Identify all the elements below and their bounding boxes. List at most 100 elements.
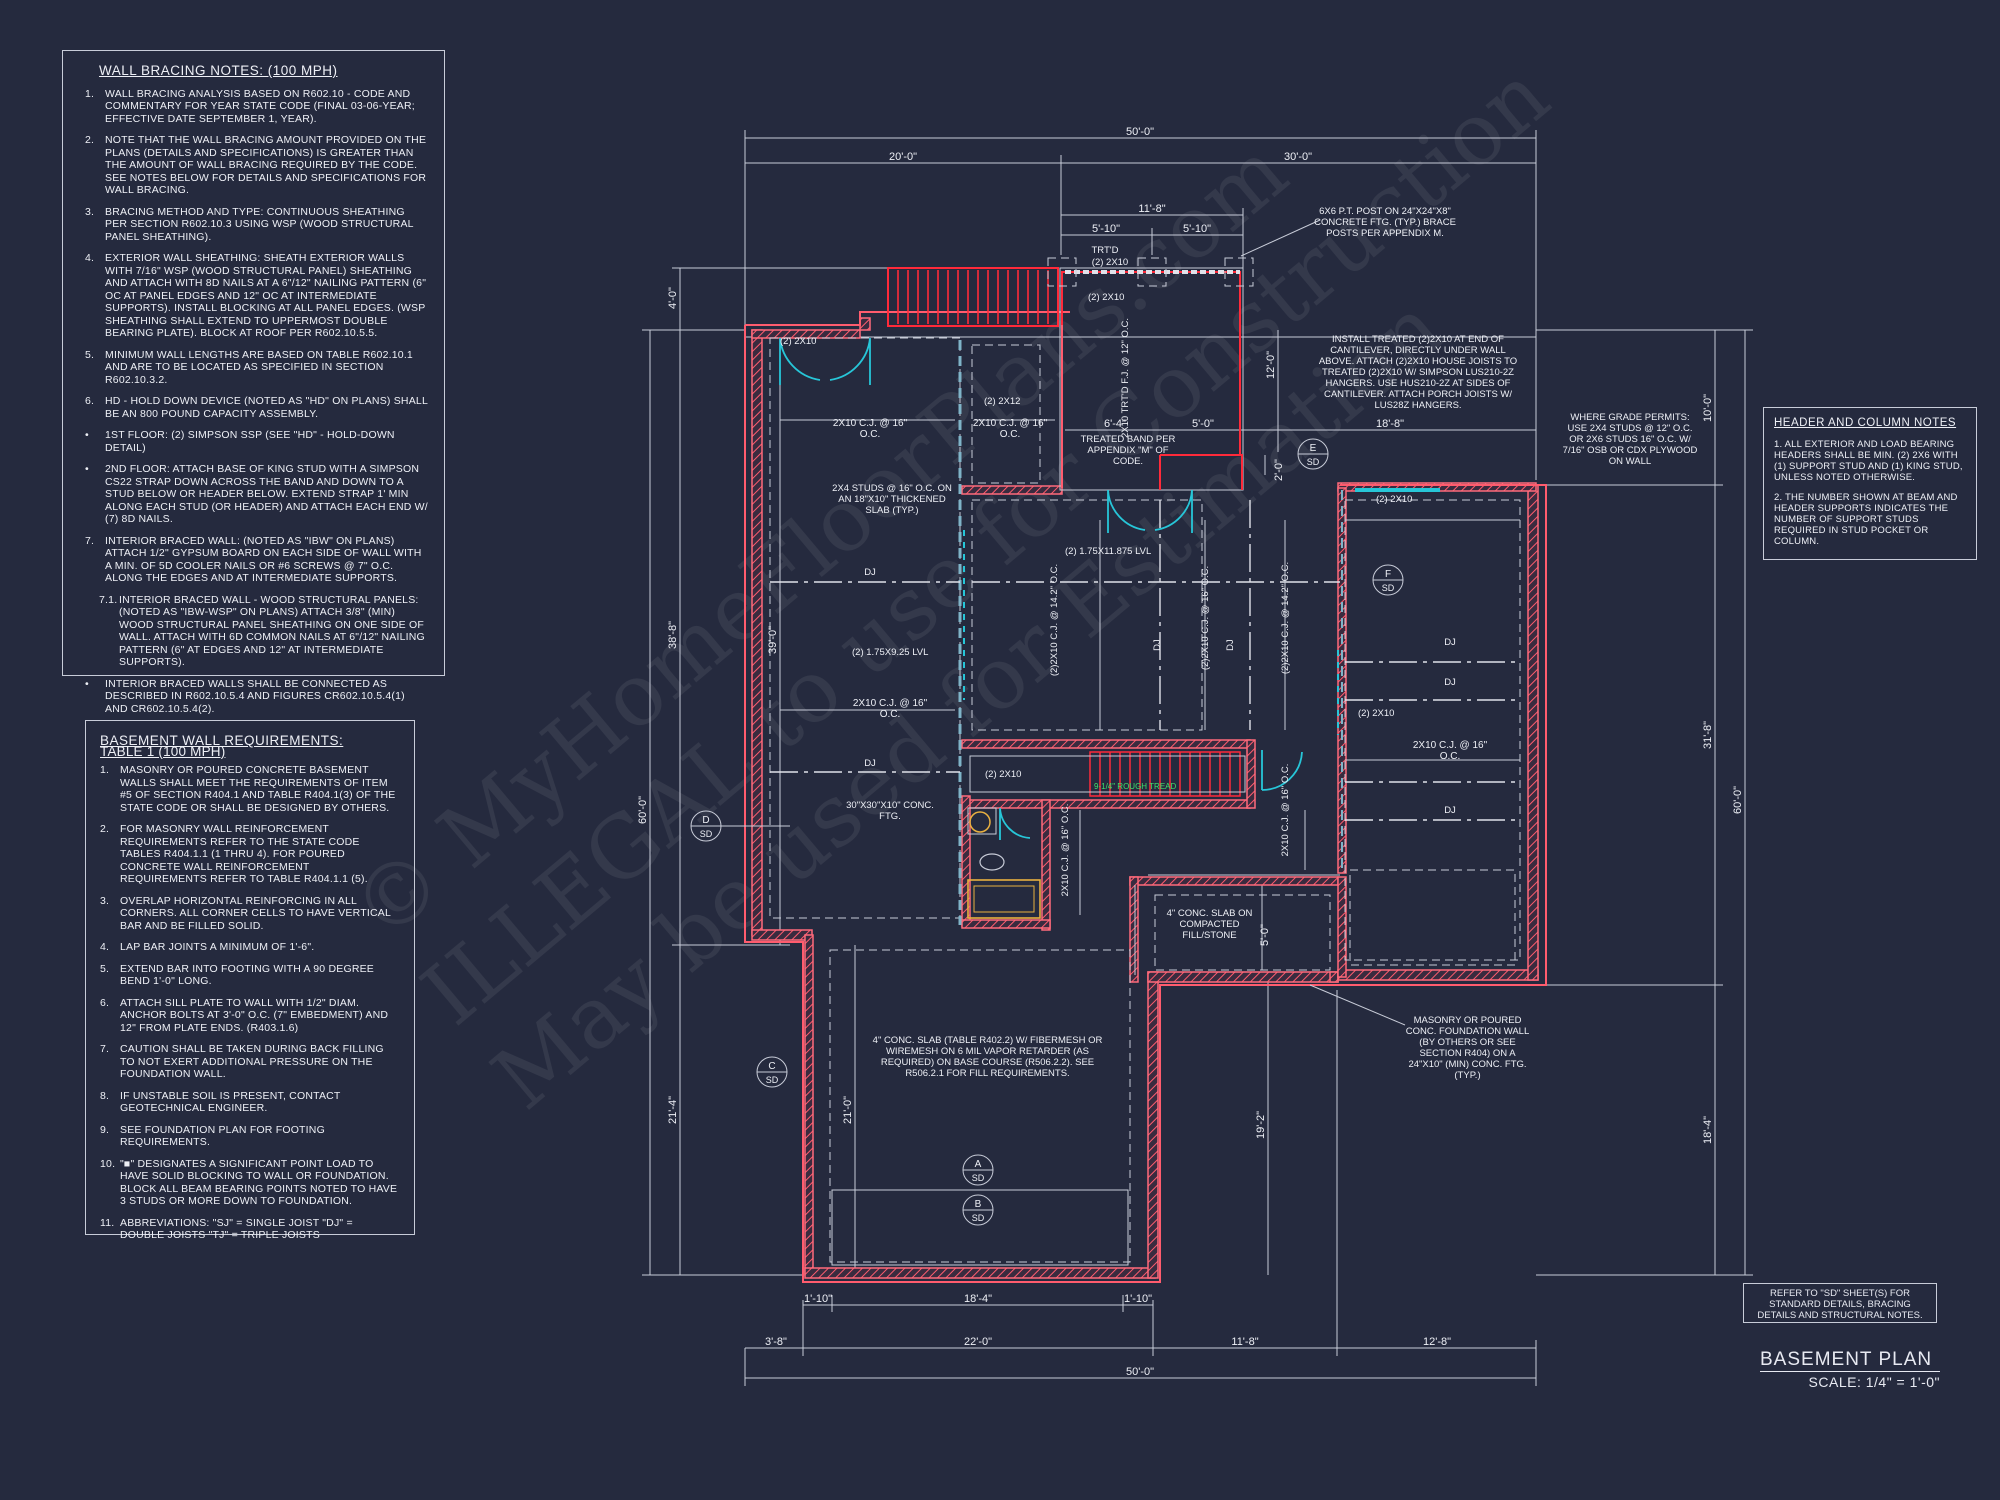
note-item: 3.BRACING METHOD AND TYPE: CONTINUOUS SH… bbox=[85, 206, 428, 244]
note-item: 2. NOTE THAT THE WALL BRACING AMOUNT PROV… bbox=[85, 134, 428, 197]
note-item: 10."■" DESIGNATES A SIGNIFICANT POINT LO… bbox=[100, 1158, 398, 1208]
label-cj-14a: (2)2X10 C.J. @ 14.2" O.C. bbox=[1049, 564, 1060, 676]
note-item: 4.EXTERIOR WALL SHEATHING: SHEATH EXTERI… bbox=[85, 252, 428, 340]
label-dj: DJ bbox=[1444, 677, 1456, 688]
dim-top-right: 30'-0" bbox=[1284, 151, 1312, 163]
label-dj: DJ bbox=[1444, 637, 1456, 648]
note-text: OVERLAP HORIZONTAL REINFORCING IN ALL CO… bbox=[120, 894, 391, 932]
note-text: INTERIOR BRACED WALL: (NOTED AS "IBW" ON… bbox=[105, 534, 422, 585]
note-number: • bbox=[85, 463, 89, 475]
treated-band-note: TREATED BAND PER APPENDIX "M" OF CODE. bbox=[1081, 434, 1176, 467]
section-marker-e: E SD bbox=[1297, 438, 1329, 470]
label-cj-vert: 2X10 C.J. @ 16" O.C. bbox=[1060, 804, 1071, 897]
dim-inner-5-0: 5'-0" bbox=[1192, 418, 1214, 430]
note-item: 1.WALL BRACING ANALYSIS BASED ON R602.10… bbox=[85, 88, 428, 126]
label-hdr-2x10-top: (2) 2x10 bbox=[1376, 494, 1412, 505]
note-number: 6. bbox=[85, 395, 95, 407]
note-text: FOR MASONRY WALL REINFORCEMENT REQUIREME… bbox=[120, 823, 368, 885]
header-column-notes: HEADER AND COLUMN NOTES 1. ALL EXTERIOR … bbox=[1763, 407, 1977, 560]
dim-inner-6-4: 6'-4" bbox=[1104, 418, 1126, 430]
label-dj: DJ bbox=[1225, 639, 1236, 651]
dim-inner-21: 21'-0" bbox=[842, 1096, 854, 1124]
dimension-lines bbox=[642, 130, 1753, 1386]
note-text: EXTEND BAR INTO FOOTING WITH A 90 DEGREE… bbox=[120, 962, 375, 988]
label-hdr-2x10-r: (2) 2x10 bbox=[1358, 708, 1394, 719]
bathroom-fixtures bbox=[967, 807, 1041, 919]
wall-bracing-list: 1.WALL BRACING ANALYSIS BASED ON R602.10… bbox=[85, 88, 428, 716]
section-marker-c: C SD bbox=[756, 1056, 788, 1088]
slab-note: 4" CONC. SLAB (TABLE R402.2) W/ FIBERMES… bbox=[873, 1035, 1103, 1079]
note-item: •INTERIOR BRACED WALLS SHALL BE CONNECTE… bbox=[85, 678, 428, 716]
note-text: NOTE THAT THE WALL BRACING AMOUNT PROVID… bbox=[105, 134, 427, 196]
note-text: ATTACH SILL PLATE TO WALL WITH 1/2" DIAM… bbox=[120, 996, 389, 1034]
plan-scale: SCALE: 1/4" = 1'-0" bbox=[1808, 1374, 1940, 1390]
note-number: 2. bbox=[85, 134, 95, 146]
dim-left-top: 4'-0" bbox=[667, 287, 679, 309]
refer-note: REFER TO "SD" SHEET(S) FOR STANDARD DETA… bbox=[1743, 1283, 1937, 1323]
header-notes-title: HEADER AND COLUMN NOTES bbox=[1774, 417, 1957, 429]
label-lvl1: (2) 1.75X11.875 LVL bbox=[1065, 546, 1151, 557]
label-cj-14b: (2)2X10 C.J. @ 14.2" O.C. bbox=[1280, 562, 1291, 674]
label-cj1: 2x10 C.J. @ 16" O.C. bbox=[833, 418, 907, 440]
note-item: 7.CAUTION SHALL BE TAKEN DURING BACK FIL… bbox=[100, 1043, 398, 1081]
note-item: 7. INTERIOR BRACED WALL: (NOTED AS "IBW" … bbox=[85, 535, 428, 585]
note-text: BRACING METHOD AND TYPE: CONTINUOUS SHEA… bbox=[105, 205, 414, 243]
note-text: INTERIOR BRACED WALL - WOOD STRUCTURAL P… bbox=[119, 593, 425, 669]
dim-porch-width: 11'-8" bbox=[1138, 203, 1165, 215]
svg-text:SD: SD bbox=[972, 1213, 985, 1223]
svg-text:B: B bbox=[975, 1199, 982, 1210]
note-number: • bbox=[85, 429, 89, 441]
dim-inner-12: 12'-0" bbox=[1265, 351, 1277, 379]
joist-lines bbox=[770, 419, 1520, 915]
dim-bottom-a: 3'-8" bbox=[765, 1336, 787, 1348]
dim-bottom-inner-b: 18'-4" bbox=[964, 1293, 992, 1305]
interior-lines bbox=[769, 337, 1521, 1266]
front-porch bbox=[887, 219, 1321, 491]
dim-right-mid: 31'-8" bbox=[1702, 721, 1714, 749]
note-number: 7. bbox=[85, 534, 95, 547]
label-dj: DJ bbox=[1444, 805, 1456, 816]
dim-inner-19: 19'-2" bbox=[1255, 1111, 1267, 1139]
svg-text:SD: SD bbox=[700, 829, 713, 839]
install-note: INSTALL TREATED (2)2X10 AT END OF CANTIL… bbox=[1319, 334, 1517, 411]
basement-stair bbox=[969, 751, 1246, 797]
note-text: ABBREVIATIONS: "SJ" = SINGLE JOIST "DJ" … bbox=[120, 1216, 353, 1242]
svg-text:C: C bbox=[768, 1061, 775, 1072]
note-item: 3.OVERLAP HORIZONTAL REINFORCING IN ALL … bbox=[100, 895, 398, 933]
note-text: CAUTION SHALL BE TAKEN DURING BACK FILLI… bbox=[120, 1043, 384, 1080]
note-text: MINIMUM WALL LENGTHS ARE BASED ON TABLE … bbox=[105, 348, 413, 386]
label-trtd-fj: 2x10 TRT'D F.J. @ 12" O.C. bbox=[1120, 318, 1131, 438]
note-item: 8.IF UNSTABLE SOIL IS PRESENT, CONTACT G… bbox=[100, 1090, 398, 1115]
dim-left-upper: 38'-8" bbox=[667, 621, 679, 649]
note-number: 1. bbox=[100, 764, 110, 776]
label-hdr-2x12: (2) 2x12 bbox=[984, 396, 1020, 407]
plan-title: BASEMENT PLAN bbox=[1760, 1349, 1940, 1372]
dimension-text: 50'-0" 20'-0" 30'-0" 11'-8" 5'-10" 5'-10… bbox=[637, 126, 1744, 1378]
dim-porch-right: 5'-10" bbox=[1183, 223, 1211, 235]
note-number: 5. bbox=[85, 348, 95, 361]
dim-bottom-b: 22'-0" bbox=[964, 1336, 992, 1348]
label-dj: DJ bbox=[864, 758, 876, 769]
note-text: SEE FOUNDATION PLAN FOR FOOTING REQUIREM… bbox=[120, 1123, 325, 1149]
note-item: •2ND FLOOR: ATTACH BASE OF KING STUD WIT… bbox=[85, 463, 428, 526]
note-text: "■" DESIGNATES A SIGNIFICANT POINT LOAD … bbox=[120, 1157, 398, 1208]
dim-inner-2-0: 2'-0" bbox=[1273, 459, 1285, 481]
dim-inner-18-8: 18'-8" bbox=[1376, 418, 1404, 430]
studs-note: 2x4 STUDS @ 16" O.C. ON AN 18"x10" THICK… bbox=[832, 483, 952, 516]
dim-bottom-inner-a: 1'-10" bbox=[804, 1293, 832, 1305]
note-item: 5.EXTEND BAR INTO FOOTING WITH A 90 DEGR… bbox=[100, 963, 398, 988]
note-number: 2. bbox=[100, 823, 110, 835]
basement-req-list: 1.MASONRY OR POURED CONCRETE BASEMENT WA… bbox=[100, 764, 398, 1242]
label-cj4: 2X10 C.J. @ 16" O.C. bbox=[1413, 740, 1487, 762]
dim-bottom-d: 12'-8" bbox=[1423, 1336, 1451, 1348]
note-item: 11.ABBREVIATIONS: "SJ" = SINGLE JOIST "D… bbox=[100, 1217, 398, 1242]
note-text: WALL BRACING ANALYSIS BASED ON R602.10 -… bbox=[105, 87, 415, 125]
foundation-walls bbox=[751, 317, 1539, 1279]
note-number: 9. bbox=[100, 1123, 110, 1136]
note-number: 4. bbox=[85, 252, 95, 264]
ftg-note: 30"x30"x10" CONC. FTG. bbox=[846, 800, 934, 822]
masonry-note: MASONRY OR POURED CONC. FOUNDATION WALL … bbox=[1406, 1015, 1530, 1081]
note-text: 1ST FLOOR: (2) SIMPSON SSP (SEE "HD" - H… bbox=[105, 429, 395, 454]
grade-note: WHERE GRADE PERMITS: USE 2x4 STUDS @ 12"… bbox=[1563, 412, 1698, 467]
